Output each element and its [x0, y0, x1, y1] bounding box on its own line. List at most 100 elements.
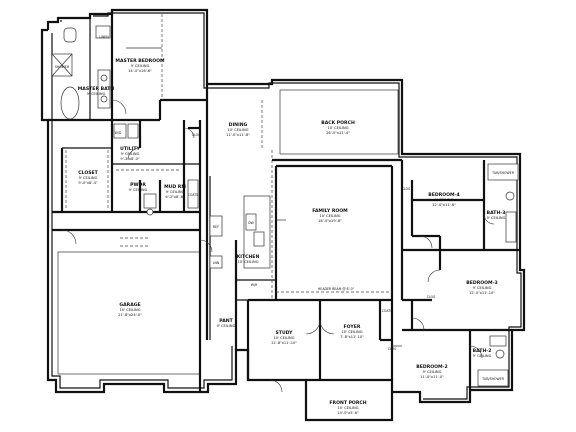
- svg-text:COATS: COATS: [188, 193, 199, 197]
- svg-text:9' CEILING: 9' CEILING: [79, 176, 98, 180]
- svg-text:DW: DW: [248, 221, 254, 225]
- svg-text:10' CEILING: 10' CEILING: [119, 308, 140, 312]
- svg-text:W/H: W/H: [251, 283, 258, 287]
- svg-text:10' CEILING: 10' CEILING: [237, 260, 258, 264]
- toilet-fixture: [63, 27, 77, 43]
- svg-text:CLOS: CLOS: [402, 187, 410, 191]
- svg-text:HEADER BEAM @ 8'-0": HEADER BEAM @ 8'-0": [318, 287, 355, 291]
- svg-text:9' CEILING: 9' CEILING: [473, 286, 492, 290]
- svg-text:CLOS: CLOS: [192, 133, 200, 137]
- svg-text:MASTER BEDROOM: MASTER BEDROOM: [115, 58, 165, 64]
- svg-text:10' CEILING: 10' CEILING: [337, 406, 358, 410]
- svg-text:STUDY: STUDY: [276, 330, 294, 336]
- svg-text:10' CEILING: 10' CEILING: [227, 128, 248, 132]
- svg-text:UTILITY: UTILITY: [120, 146, 140, 152]
- svg-text:TUB/SHOWER: TUB/SHOWER: [481, 377, 505, 381]
- svg-text:9' CEILING: 9' CEILING: [129, 188, 148, 192]
- back-porch: [272, 89, 402, 162]
- svg-text:BATH-3: BATH-3: [487, 210, 506, 216]
- svg-text:18'-0"x19'-8": 18'-0"x19'-8": [318, 219, 342, 223]
- svg-text:6'-2"x8'-6": 6'-2"x8'-6": [165, 195, 184, 199]
- svg-text:12'-0"x11'-10": 12'-0"x11'-10": [469, 291, 495, 295]
- svg-text:10' CEILING: 10' CEILING: [319, 214, 340, 218]
- room-mud-rm: MUD RM 9' CEILING 6'-2"x8'-6": [164, 184, 186, 199]
- room-master-bath: MASTER BATH 9' CEILING: [78, 86, 115, 96]
- svg-text:26'-0"x11'-4": 26'-0"x11'-4": [326, 131, 350, 135]
- svg-text:9' CEILING: 9' CEILING: [473, 354, 492, 358]
- room-utility: UTILITY 9' CEILING 9'-3"x8'-0": [120, 146, 140, 161]
- room-closet: CLOSET 9' CEILING 9'-0"x8'-4": [78, 170, 98, 185]
- svg-text:9' CEILING: 9' CEILING: [487, 216, 506, 220]
- svg-text:9' CEILING: 9' CEILING: [131, 64, 150, 68]
- room-bedroom-4: BEDROOM-4 9' CEILING 12'-0"x11'-6": [428, 192, 459, 207]
- svg-text:BEDROOM-3: BEDROOM-3: [466, 280, 497, 286]
- room-bath-2: BATH-2 9' CEILING: [473, 348, 492, 358]
- svg-text:9'-3"x8'-0": 9'-3"x8'-0": [120, 157, 139, 161]
- room-bath-3: BATH-3 9' CEILING: [487, 210, 506, 220]
- room-back-porch: BACK PORCH 10' CEILING 26'-0"x11'-4": [321, 120, 355, 135]
- svg-text:FAMILY ROOM: FAMILY ROOM: [312, 208, 348, 214]
- svg-text:FRONT PORCH: FRONT PORCH: [329, 400, 366, 406]
- room-garage: GARAGE 10' CEILING 21'-8"x24'-0": [118, 302, 142, 317]
- svg-text:MASTER BATH: MASTER BATH: [78, 86, 115, 92]
- room-kitchen: KITCHEN 10' CEILING: [237, 254, 260, 264]
- svg-text:BEDROOM-2: BEDROOM-2: [416, 364, 447, 370]
- room-dining: DINING 10' CEILING 11'-0"x11'-8": [226, 122, 250, 137]
- svg-text:BACK PORCH: BACK PORCH: [321, 120, 355, 126]
- room-study: STUDY 10' CEILING 11'-8"x11'-10": [271, 330, 297, 345]
- svg-text:CLOS: CLOS: [388, 347, 396, 351]
- svg-text:SHOWER: SHOWER: [55, 65, 70, 69]
- svg-text:PWDR: PWDR: [130, 182, 146, 188]
- svg-text:MUD RM: MUD RM: [164, 184, 186, 190]
- service-rooms: [52, 120, 202, 230]
- svg-text:9' CEILING: 9' CEILING: [87, 92, 106, 96]
- bathtub-fixture: [60, 86, 80, 120]
- svg-text:9' CEILING: 9' CEILING: [217, 324, 236, 328]
- svg-text:KITCHEN: KITCHEN: [237, 254, 260, 260]
- svg-text:CLOSET: CLOSET: [78, 170, 98, 176]
- svg-text:PANT: PANT: [219, 318, 233, 324]
- svg-text:12'-0"x11'-6": 12'-0"x11'-6": [432, 203, 456, 207]
- svg-text:14'-0"x16'-6": 14'-0"x16'-6": [128, 69, 152, 73]
- room-family-room: FAMILY ROOM 10' CEILING 18'-0"x19'-8": [312, 208, 348, 223]
- door-swings: [61, 99, 495, 393]
- svg-text:COATS: COATS: [382, 309, 393, 313]
- svg-text:BATH-2: BATH-2: [473, 348, 492, 354]
- svg-text:10' CEILING: 10' CEILING: [341, 330, 362, 334]
- svg-text:CLOS: CLOS: [427, 295, 435, 299]
- svg-text:14'-0"x5'-6": 14'-0"x5'-6": [337, 411, 359, 415]
- room-bedroom-3: BEDROOM-3 9' CEILING 12'-0"x11'-10": [466, 280, 497, 295]
- svg-text:21'-8"x24'-0": 21'-8"x24'-0": [118, 313, 142, 317]
- svg-text:10' CEILING: 10' CEILING: [273, 336, 294, 340]
- svg-text:7'-8"x11'-10": 7'-8"x11'-10": [340, 335, 364, 339]
- svg-text:9' CEILING: 9' CEILING: [435, 198, 454, 202]
- svg-text:11'-0"x11'-8": 11'-0"x11'-8": [226, 133, 250, 137]
- svg-text:9' CEILING: 9' CEILING: [166, 190, 185, 194]
- svg-text:W/D: W/D: [115, 131, 122, 135]
- svg-text:BEDROOM-4: BEDROOM-4: [428, 192, 459, 198]
- room-master-bedroom: MASTER BEDROOM 9' CEILING 14'-0"x16'-6": [115, 58, 165, 73]
- study-foyer: [246, 298, 402, 380]
- svg-text:11'-8"x11'-10": 11'-8"x11'-10": [271, 341, 297, 345]
- svg-text:GARAGE: GARAGE: [119, 302, 140, 308]
- family-room-walls: [274, 164, 394, 300]
- svg-text:9'-0"x8'-4": 9'-0"x8'-4": [78, 181, 97, 185]
- svg-text:11'-0"x11'-0": 11'-0"x11'-0": [420, 375, 444, 379]
- svg-text:9' CEILING: 9' CEILING: [121, 152, 140, 156]
- svg-text:REF: REF: [213, 225, 219, 229]
- garage-area: [52, 228, 202, 392]
- room-front-porch: FRONT PORCH 10' CEILING 14'-0"x5'-6": [329, 400, 366, 415]
- room-pant: PANT 9' CEILING: [217, 318, 236, 328]
- room-pwdr: PWDR 9' CEILING: [129, 182, 148, 192]
- east-bedrooms: [400, 160, 520, 390]
- svg-text:10' CEILING: 10' CEILING: [327, 126, 348, 130]
- fixture-labels: LINEN SHOWER CLOS W/D COATS DW REF LNN C…: [55, 35, 515, 381]
- svg-text:LNN: LNN: [213, 261, 220, 265]
- svg-text:9' CEILING: 9' CEILING: [423, 370, 442, 374]
- svg-text:FOYER: FOYER: [344, 324, 361, 330]
- svg-text:TUB/SHOWER: TUB/SHOWER: [491, 171, 515, 175]
- master-suite: [48, 10, 207, 122]
- svg-text:LINEN: LINEN: [99, 35, 109, 39]
- svg-text:DINING: DINING: [229, 122, 248, 128]
